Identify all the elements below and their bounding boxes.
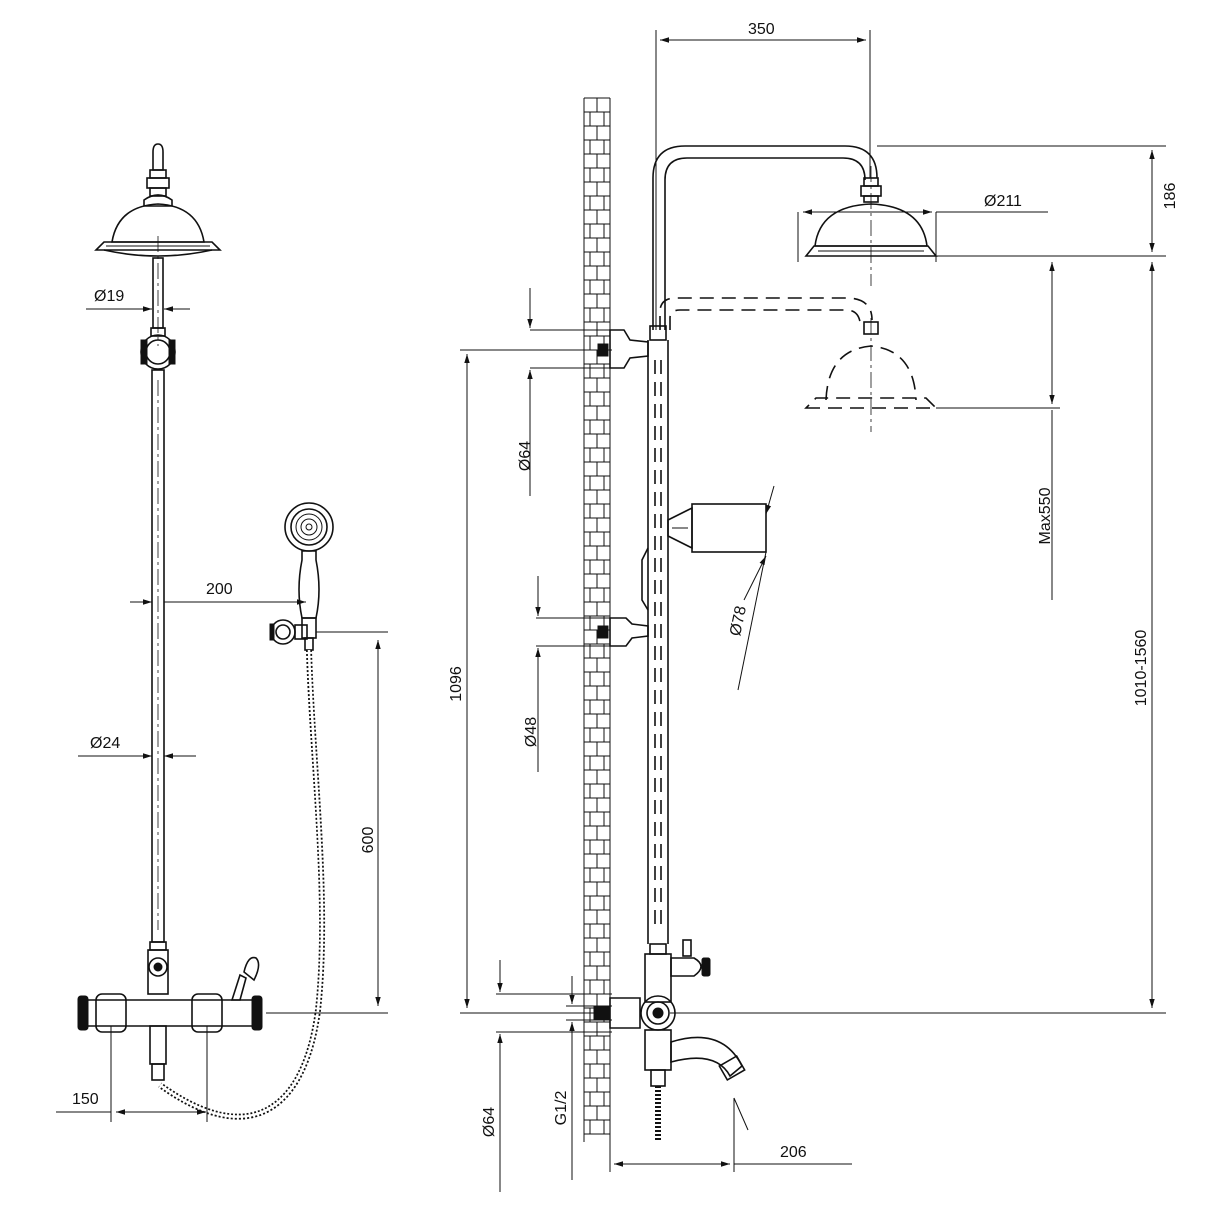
dim-mid-bracket: Ø48 [523, 717, 540, 747]
dim-spout: 206 [780, 1144, 807, 1161]
front-top-bracket [140, 327, 176, 370]
dim-head-pipe: Ø19 [94, 288, 124, 305]
dim-riser: Ø24 [90, 735, 120, 752]
dim-total-height: 1010-1560 [1133, 630, 1150, 707]
dim-head-diameter: Ø211 [984, 193, 1022, 210]
side-shower-lowered [659, 297, 938, 432]
front-shower-head [94, 143, 222, 257]
dim-bracket-height: 1096 [448, 666, 465, 702]
front-view: Ø19 200 Ø24 600 150 [56, 143, 388, 1122]
front-hose [158, 649, 326, 1120]
front-dimensions: Ø19 200 Ø24 600 150 [56, 288, 388, 1122]
side-riser [597, 325, 669, 944]
dim-bottom-flange: Ø64 [481, 1107, 498, 1137]
front-hand-shower [269, 502, 334, 651]
dim-arm-reach: 350 [748, 21, 775, 38]
dim-offset: 200 [206, 581, 233, 598]
dim-thread: G1/2 [553, 1091, 570, 1126]
dim-handshower: Ø78 [727, 604, 750, 637]
front-mixer [77, 941, 263, 1081]
side-view: 350 Ø211 186 Max550 1010-1560 [448, 21, 1179, 1192]
dim-head-height: 186 [1162, 183, 1179, 210]
side-mixer [593, 939, 746, 1140]
dim-top-bracket: Ø64 [517, 441, 534, 471]
brick-wall [583, 97, 611, 1142]
dim-outlet-spacing: 150 [72, 1091, 99, 1108]
side-shower-arm [652, 145, 938, 330]
side-dimensions: 350 Ø211 186 Max550 1010-1560 [448, 21, 1179, 1192]
dim-slide-max: Max550 [1037, 487, 1054, 544]
dim-hose-height: 600 [360, 827, 377, 854]
side-hand-shower [667, 503, 767, 553]
